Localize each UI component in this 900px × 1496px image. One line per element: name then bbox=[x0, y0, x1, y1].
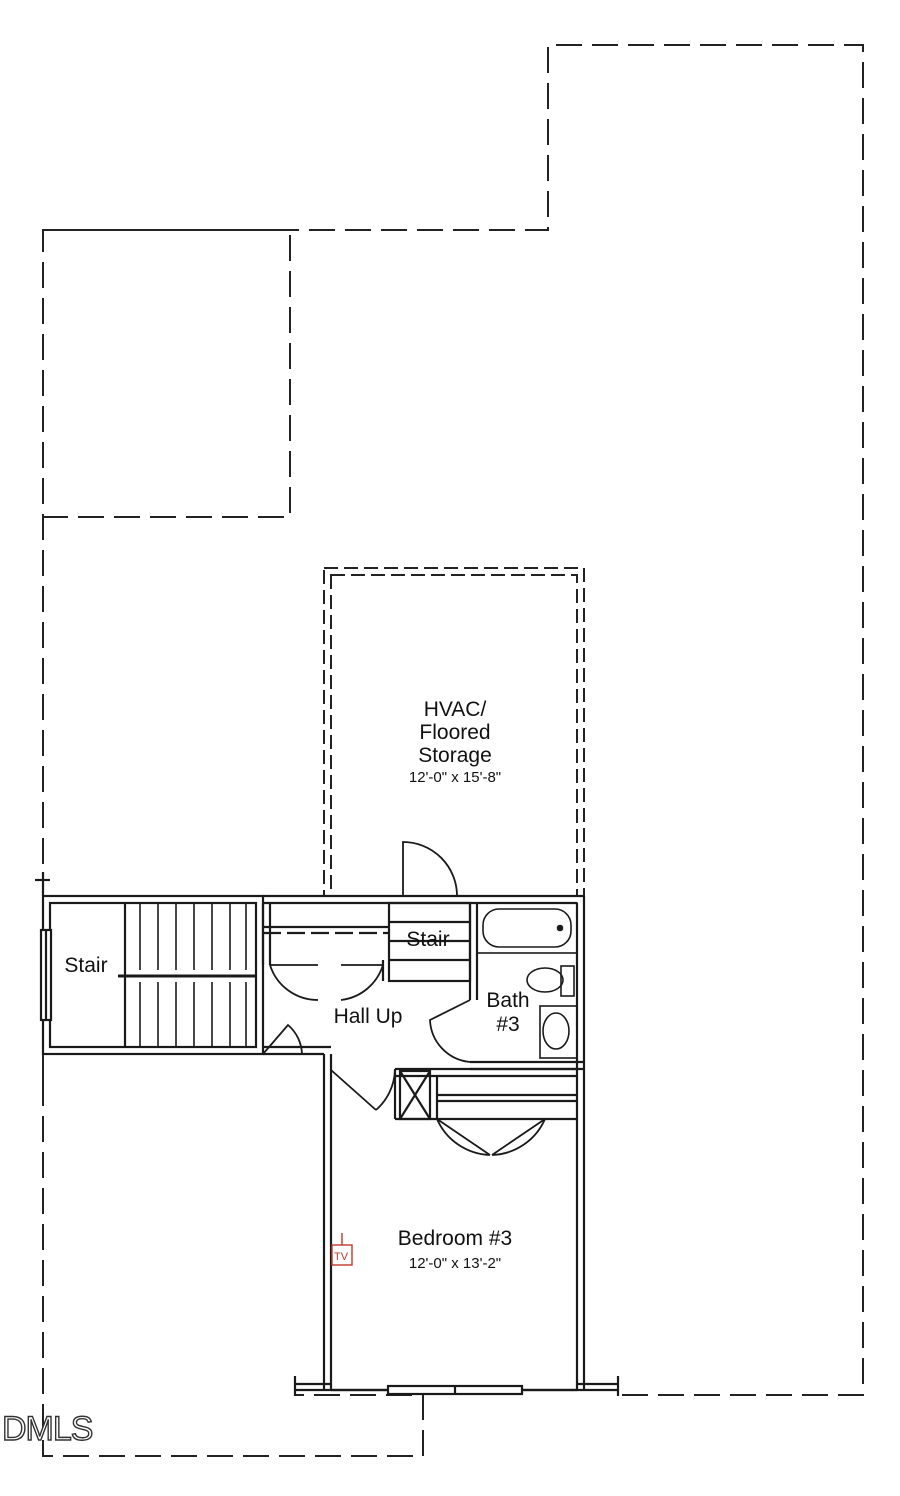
storage-dimensions: 12'-0" x 15'-8" bbox=[409, 769, 501, 786]
watermark: DMLS bbox=[2, 1410, 93, 1448]
bath-fixtures bbox=[476, 902, 578, 1059]
toilet-bowl bbox=[526, 967, 564, 993]
storage-name-line3: Storage bbox=[418, 744, 492, 767]
tv-icon: TV bbox=[331, 1233, 353, 1266]
door-swings bbox=[262, 841, 546, 1156]
bathtub bbox=[476, 902, 578, 954]
vanity bbox=[539, 1005, 578, 1059]
bath-name-line2: #3 bbox=[496, 1013, 519, 1036]
stair-small-label: Stair bbox=[406, 928, 449, 951]
stair-treads bbox=[139, 903, 247, 1047]
storage-name-line2: Floored bbox=[419, 721, 490, 744]
bedroom-dimensions: 12'-0" x 13'-2" bbox=[409, 1255, 501, 1272]
toilet-tank bbox=[560, 965, 575, 997]
bath-name-line1: Bath bbox=[486, 989, 529, 1012]
dashed-outline bbox=[42, 44, 864, 1457]
storage-name-line1: HVAC/ bbox=[424, 698, 487, 721]
walls bbox=[35, 872, 620, 1396]
sink bbox=[542, 1012, 570, 1050]
stair-left-label: Stair bbox=[64, 954, 107, 977]
room-labels: HVAC/ Floored Storage 12'-0" x 15'-8" St… bbox=[64, 698, 529, 1272]
hall-label: Hall Up bbox=[334, 1005, 403, 1028]
bedroom-name: Bedroom #3 bbox=[398, 1227, 512, 1250]
tv-label: TV bbox=[334, 1251, 349, 1263]
